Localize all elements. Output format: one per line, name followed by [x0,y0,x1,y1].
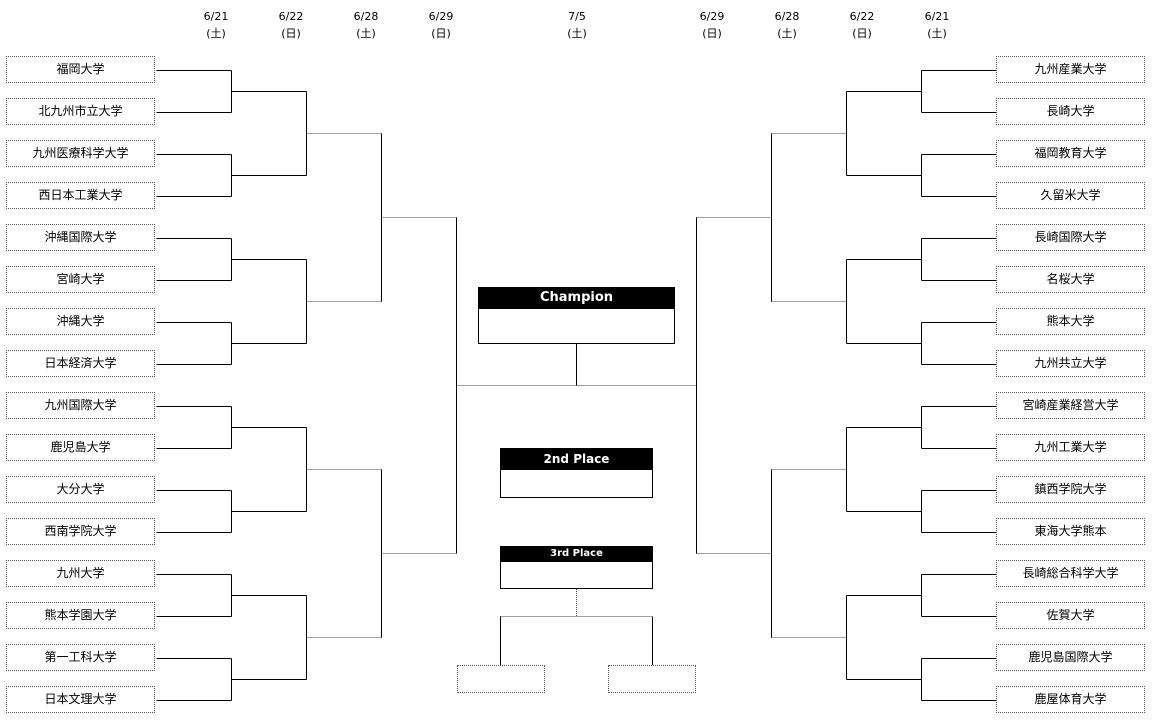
day-text: (土) [356,27,376,40]
left-team-12: 西南学院大学 [6,518,155,545]
left-team-9: 九州国際大学 [6,392,155,419]
day-text: (土) [777,27,797,40]
date-text: 6/29 [428,10,454,23]
date-text: 7/5 [568,10,586,23]
right-team-9: 宮崎産業経営大学 [996,392,1145,419]
date-header-right-r3: 6/28 (土) [757,8,817,42]
left-team-16: 日本文理大学 [6,686,155,713]
left-team-15: 第一工科大学 [6,644,155,671]
right-team-5: 長崎国際大学 [996,224,1145,251]
day-text: (日) [852,27,872,40]
third-place-slot-left [457,665,545,693]
date-text: 6/28 [353,10,379,23]
champion-label: Champion [479,288,674,309]
left-team-2: 北九州市立大学 [6,98,155,125]
date-text: 6/28 [774,10,800,23]
day-text: (日) [281,27,301,40]
right-team-4: 久留米大学 [996,182,1145,209]
left-team-8: 日本経済大学 [6,350,155,377]
right-team-13: 長崎総合科学大学 [996,560,1145,587]
right-team-12: 東海大学熊本 [996,518,1145,545]
right-team-2: 長崎大学 [996,98,1145,125]
right-team-16: 鹿屋体育大学 [996,686,1145,713]
right-team-7: 熊本大学 [996,308,1145,335]
right-team-6: 名桜大学 [996,266,1145,293]
right-team-11: 鎮西学院大学 [996,476,1145,503]
left-team-6: 宮崎大学 [6,266,155,293]
date-header-left-r1: 6/21 (土) [186,8,246,42]
date-text: 6/21 [924,10,950,23]
right-team-3: 福岡教育大学 [996,140,1145,167]
date-header-right-r4: 6/29 (日) [682,8,742,42]
date-header-left-r2: 6/22 (日) [261,8,321,42]
left-team-7: 沖縄大学 [6,308,155,335]
left-team-10: 鹿児島大学 [6,434,155,461]
date-text: 6/21 [203,10,229,23]
day-text: (土) [567,27,587,40]
second-place-box: 2nd Place [500,448,653,498]
left-team-5: 沖縄国際大学 [6,224,155,251]
third-place-slot-right [608,665,696,693]
right-team-1: 九州産業大学 [996,56,1145,83]
date-header-left-r4: 6/29 (日) [411,8,471,42]
champion-box: Champion [478,287,675,344]
day-text: (日) [702,27,722,40]
day-text: (土) [927,27,947,40]
right-team-15: 鹿児島国際大学 [996,644,1145,671]
date-header-right-r2: 6/22 (日) [832,8,892,42]
left-team-3: 九州医療科学大学 [6,140,155,167]
left-team-4: 西日本工業大学 [6,182,155,209]
day-text: (土) [206,27,226,40]
date-header-right-r1: 6/21 (土) [907,8,967,42]
second-place-label: 2nd Place [501,449,652,470]
date-header-final: 7/5 (土) [547,8,607,42]
left-team-1: 福岡大学 [6,56,155,83]
right-team-8: 九州共立大学 [996,350,1145,377]
left-team-14: 熊本学園大学 [6,602,155,629]
right-team-10: 九州工業大学 [996,434,1145,461]
date-text: 6/22 [278,10,304,23]
date-text: 6/29 [699,10,725,23]
third-place-box: 3rd Place [500,546,653,589]
right-team-14: 佐賀大学 [996,602,1145,629]
date-text: 6/22 [849,10,875,23]
day-text: (日) [431,27,451,40]
left-team-13: 九州大学 [6,560,155,587]
third-place-label: 3rd Place [501,547,652,562]
date-header-left-r3: 6/28 (土) [336,8,396,42]
left-team-11: 大分大学 [6,476,155,503]
